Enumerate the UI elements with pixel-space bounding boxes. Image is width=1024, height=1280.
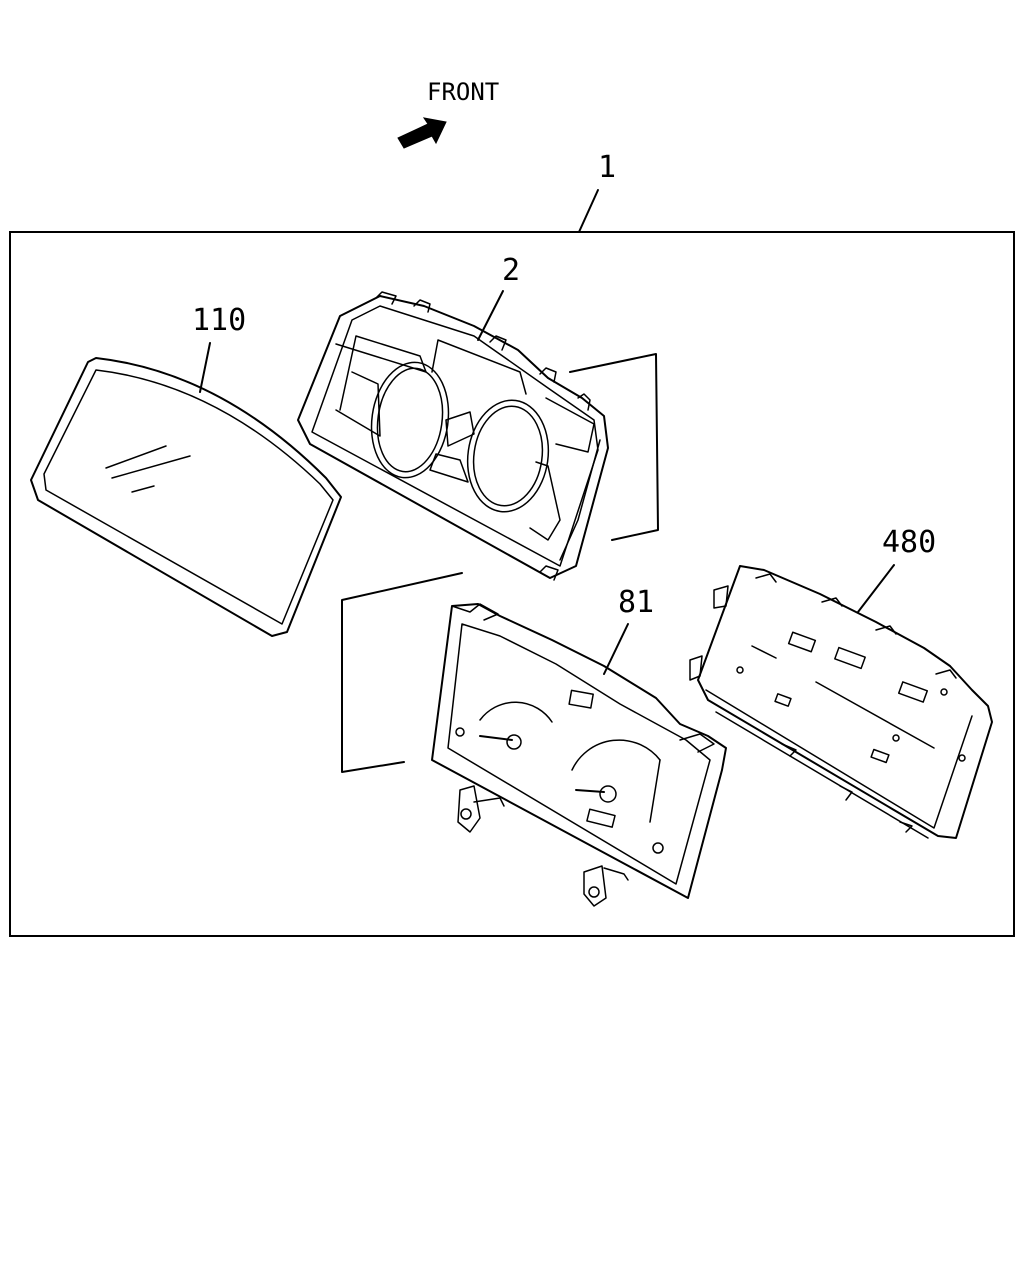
callout-2: 2 <box>502 253 520 288</box>
callout-110: 110 <box>192 303 246 338</box>
callout-480: 480 <box>882 525 936 560</box>
front-arrow-icon <box>397 117 447 149</box>
leader-2 <box>477 290 504 341</box>
leader-81 <box>603 623 629 675</box>
leader-110 <box>199 342 211 393</box>
callout-1: 1 <box>598 150 616 185</box>
dial-bracket <box>341 572 463 773</box>
leader-480 <box>857 564 895 613</box>
circuit-board-part <box>689 565 993 839</box>
lens-part <box>30 357 342 637</box>
speedometer-gauge-icon <box>571 739 661 823</box>
bezel-part <box>297 291 609 581</box>
assembly-frame <box>9 231 1015 937</box>
leader-1 <box>578 189 599 233</box>
dial-panel-part <box>431 603 727 907</box>
tachometer-gauge-icon <box>455 701 553 750</box>
callout-81: 81 <box>618 585 654 620</box>
front-label: FRONT <box>427 78 499 106</box>
bezel-bracket <box>569 353 659 541</box>
front-indicator: FRONT <box>397 78 499 149</box>
